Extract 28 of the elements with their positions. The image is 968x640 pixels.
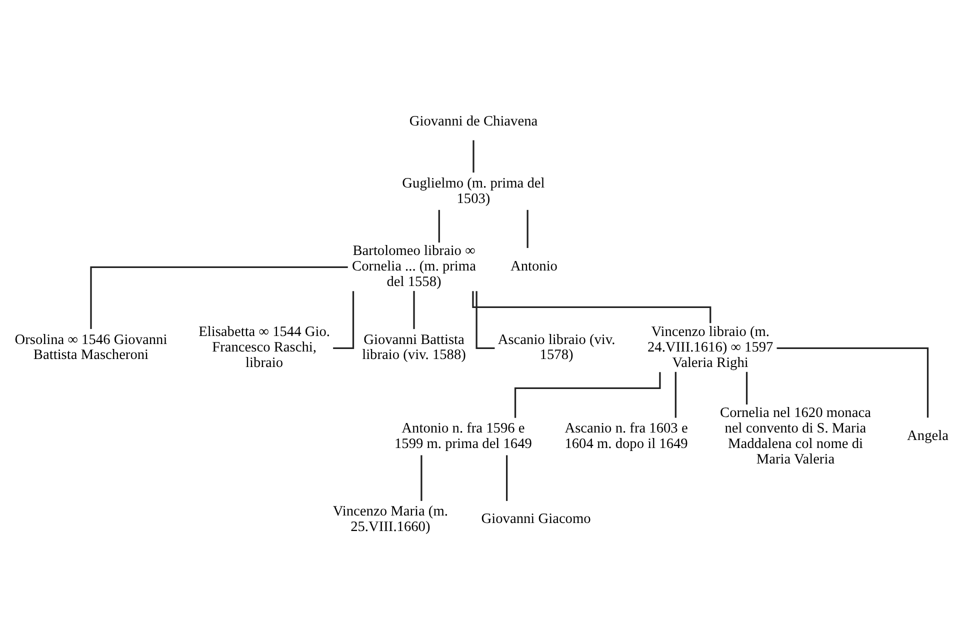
node-text: Giovanni Battista libraio (viv. 1588) — [362, 331, 466, 363]
connector — [746, 371, 748, 404]
node-text: Guglielmo (m. prima del 1503) — [402, 174, 545, 206]
connector — [674, 371, 676, 418]
connector — [476, 290, 495, 348]
connector — [776, 346, 929, 418]
node-text: Orsolina ∞ 1546 Giovanni Battista Mascheroni — [14, 331, 168, 363]
node-text: Antonio n. fra 1596 e 1599 m. prima del 1649 — [394, 420, 532, 452]
node-text: Vincenzo Maria (m. 25.VIII.1660) — [332, 503, 448, 534]
connector — [413, 290, 415, 329]
node-text: Cornelia nel 1620 monaca nel convento di S. Maria Maddalena col nome di Maria Valeria — [720, 404, 871, 467]
node-text: Angela — [907, 428, 948, 444]
node-text: Ascanio n. fra 1603 e 1604 m. dopo il 1649 — [564, 420, 688, 452]
node-text: Elisabetta ∞ 1544 Gio. Francesco Raschi, libraio — [198, 324, 330, 370]
connector — [333, 290, 354, 348]
node-text: Giovanni de Chiavena — [409, 112, 538, 129]
node-text: Bartolomeo libraio ∞ Cornelia ... (m. prima del 1558) — [352, 242, 476, 290]
node-text: Vincenzo libraio (m. 24.VIII.1616) ∞ 1597 Valeria Righi — [647, 324, 774, 370]
connector — [438, 209, 440, 242]
node-text: Giovanni Giacomo — [481, 510, 591, 527]
node-text: Ascanio libraio (viv. 1578) — [498, 331, 616, 363]
connector — [90, 266, 348, 328]
connector — [420, 454, 422, 500]
connector — [472, 140, 474, 172]
connector — [514, 372, 661, 418]
connector — [526, 209, 528, 248]
node-text: Antonio — [510, 258, 558, 274]
connector — [506, 454, 508, 500]
